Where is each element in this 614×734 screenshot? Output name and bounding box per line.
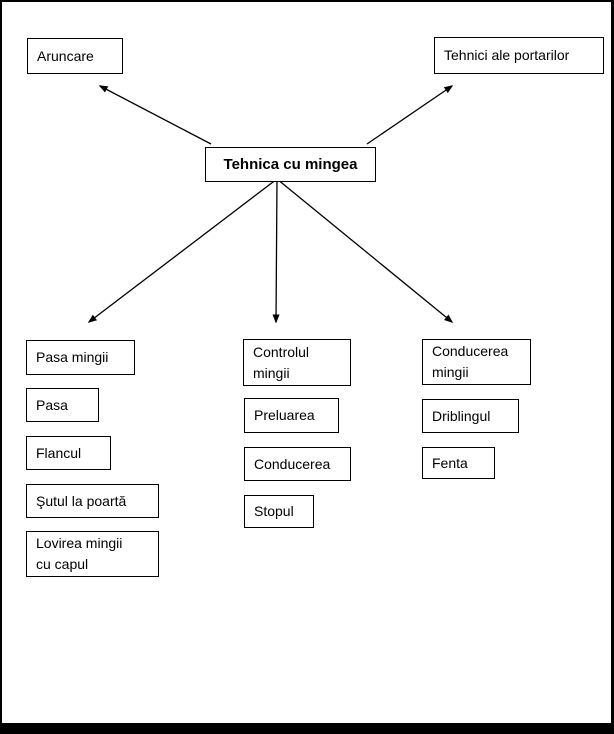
node-label: Conducerea bbox=[254, 455, 331, 472]
node-label: Stopul bbox=[254, 503, 294, 519]
node-label: Conducerea mingii bbox=[432, 343, 509, 380]
node-label: Tehnici ale portarilor bbox=[444, 47, 570, 63]
node-aruncare: Aruncare bbox=[27, 38, 123, 74]
node-conducerea: Conducerea bbox=[244, 447, 351, 481]
node-label: Driblingul bbox=[432, 407, 491, 424]
node-pasa-mingii: Pasa mingii bbox=[26, 340, 135, 375]
node-label: Aruncare bbox=[37, 47, 94, 64]
edge-to-pasa-mingii bbox=[87, 178, 278, 323]
node-label: Tehnica cu mingea bbox=[223, 156, 358, 173]
node-controlul-mingii: Controlul mingii bbox=[243, 339, 351, 386]
edge-to-controlul-mingii bbox=[272, 178, 280, 324]
node-driblingul: Driblingul bbox=[422, 399, 519, 433]
node-label: Flancul bbox=[36, 444, 82, 461]
node-label: Controlul mingii bbox=[253, 343, 310, 381]
edge-to-conducerea-mingii bbox=[276, 178, 454, 323]
node-stopul: Stopul bbox=[244, 495, 314, 528]
node-flancul: Flancul bbox=[26, 436, 111, 470]
node-sutul-la-poarta: Şutul la poartă bbox=[26, 484, 159, 518]
node-conducerea-mingii: Conducerea mingii bbox=[422, 339, 531, 385]
node-label: Şutul la poartă bbox=[36, 492, 127, 509]
node-lovirea-mingii-cu-capul: Lovirea mingii cu capul bbox=[26, 531, 159, 577]
node-label: Preluarea bbox=[254, 407, 315, 423]
edge-to-aruncare bbox=[98, 85, 212, 145]
node-label: Pasa bbox=[36, 396, 68, 413]
node-label: Lovirea mingii cu capul bbox=[36, 535, 123, 572]
node-tehnici-ale-portarilor: Tehnici ale portarilor bbox=[434, 37, 604, 74]
node-fenta: Fenta bbox=[422, 447, 495, 479]
edge-to-tehnici-portarilor bbox=[366, 85, 454, 145]
node-preluarea: Preluarea bbox=[244, 398, 339, 433]
node-label: Fenta bbox=[432, 454, 468, 471]
node-tehnica-cu-mingea: Tehnica cu mingea bbox=[205, 147, 376, 182]
node-label: Pasa mingii bbox=[36, 349, 109, 365]
node-pasa: Pasa bbox=[26, 388, 99, 422]
